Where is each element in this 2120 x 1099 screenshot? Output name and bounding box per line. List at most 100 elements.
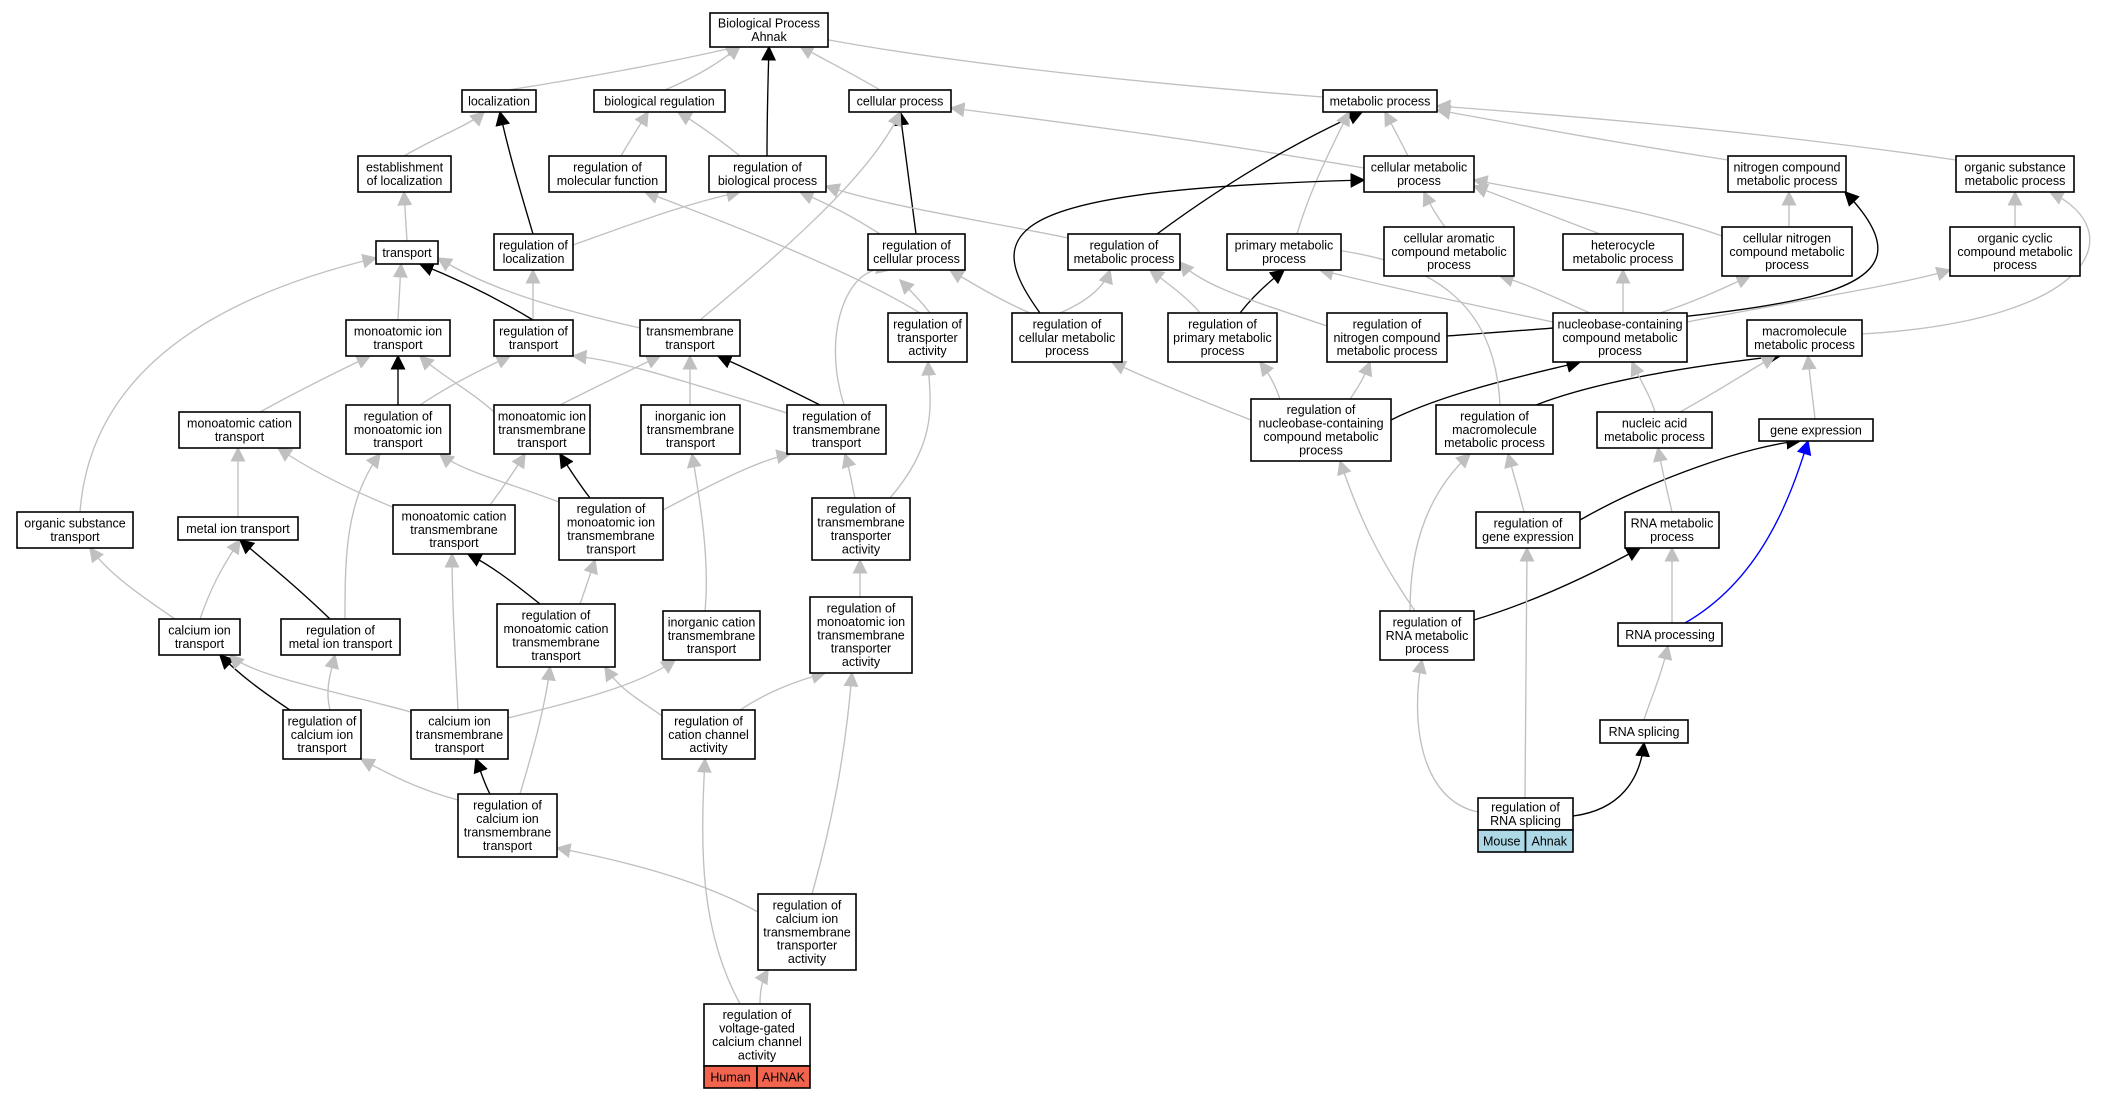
edge-path [495, 110, 534, 235]
edge-regbp-to-bioreg [676, 111, 741, 157]
go-term-node-loc[interactable]: localization [461, 89, 537, 113]
node-box [887, 312, 968, 363]
edge-estloc-to-loc [403, 110, 486, 157]
go-term-node-metiontr[interactable]: metal ion transport [177, 516, 299, 541]
go-term-node-rnaspl[interactable]: RNA splicing [1599, 719, 1689, 744]
node-box [1475, 511, 1581, 549]
node-box [375, 240, 439, 265]
node-label-line: process [1650, 530, 1694, 544]
node-label-line: nucleic acid [1622, 417, 1687, 431]
node-label-line: transmembrane [567, 529, 655, 543]
edge-layer [79, 31, 2091, 1005]
edge-regrnaspl-to-rnaspl [1572, 741, 1650, 817]
go-term-node-gexp[interactable]: gene expression [1758, 418, 1874, 442]
edge-nbcmp-to-cacmp [1498, 272, 1591, 314]
edge-path [1059, 268, 1113, 314]
node-label-line: monoatomic ion [498, 409, 586, 423]
edge-path [444, 552, 460, 711]
node-box [178, 411, 301, 449]
node-label-line: activity [842, 655, 881, 669]
node-label-line: transmembrane [647, 423, 735, 437]
node-box [282, 709, 362, 760]
edge-caiontr-to-metiontr [199, 538, 241, 620]
node-label-line: regulation of [827, 502, 896, 516]
node-label-line: transmembrane [817, 628, 905, 642]
node-box [703, 1003, 811, 1067]
go-term-node-metab[interactable]: metabolic process [1322, 89, 1438, 113]
node-box [410, 709, 509, 760]
go-term-node-transport[interactable]: transport [375, 240, 439, 265]
node-box [1596, 411, 1713, 449]
go-term-node-bioreg[interactable]: biological regulation [593, 89, 726, 113]
node-box [158, 618, 241, 656]
node-label-line: activity [689, 741, 728, 755]
node-label-line: transport [215, 430, 265, 444]
node-label-line: cellular process [857, 94, 944, 108]
mouse-gene-cell-label: Ahnak [1532, 834, 1568, 848]
edge-regmoitmtr-to-regmoitr [438, 453, 560, 503]
node-box [1955, 155, 2075, 193]
node-box [1552, 312, 1688, 363]
node-box [639, 319, 741, 357]
edge-path [889, 360, 937, 499]
go-term-node-rnaproc[interactable]: RNA processing [1617, 622, 1723, 647]
go-term-node-cellproc[interactable]: cellular process [848, 89, 952, 113]
